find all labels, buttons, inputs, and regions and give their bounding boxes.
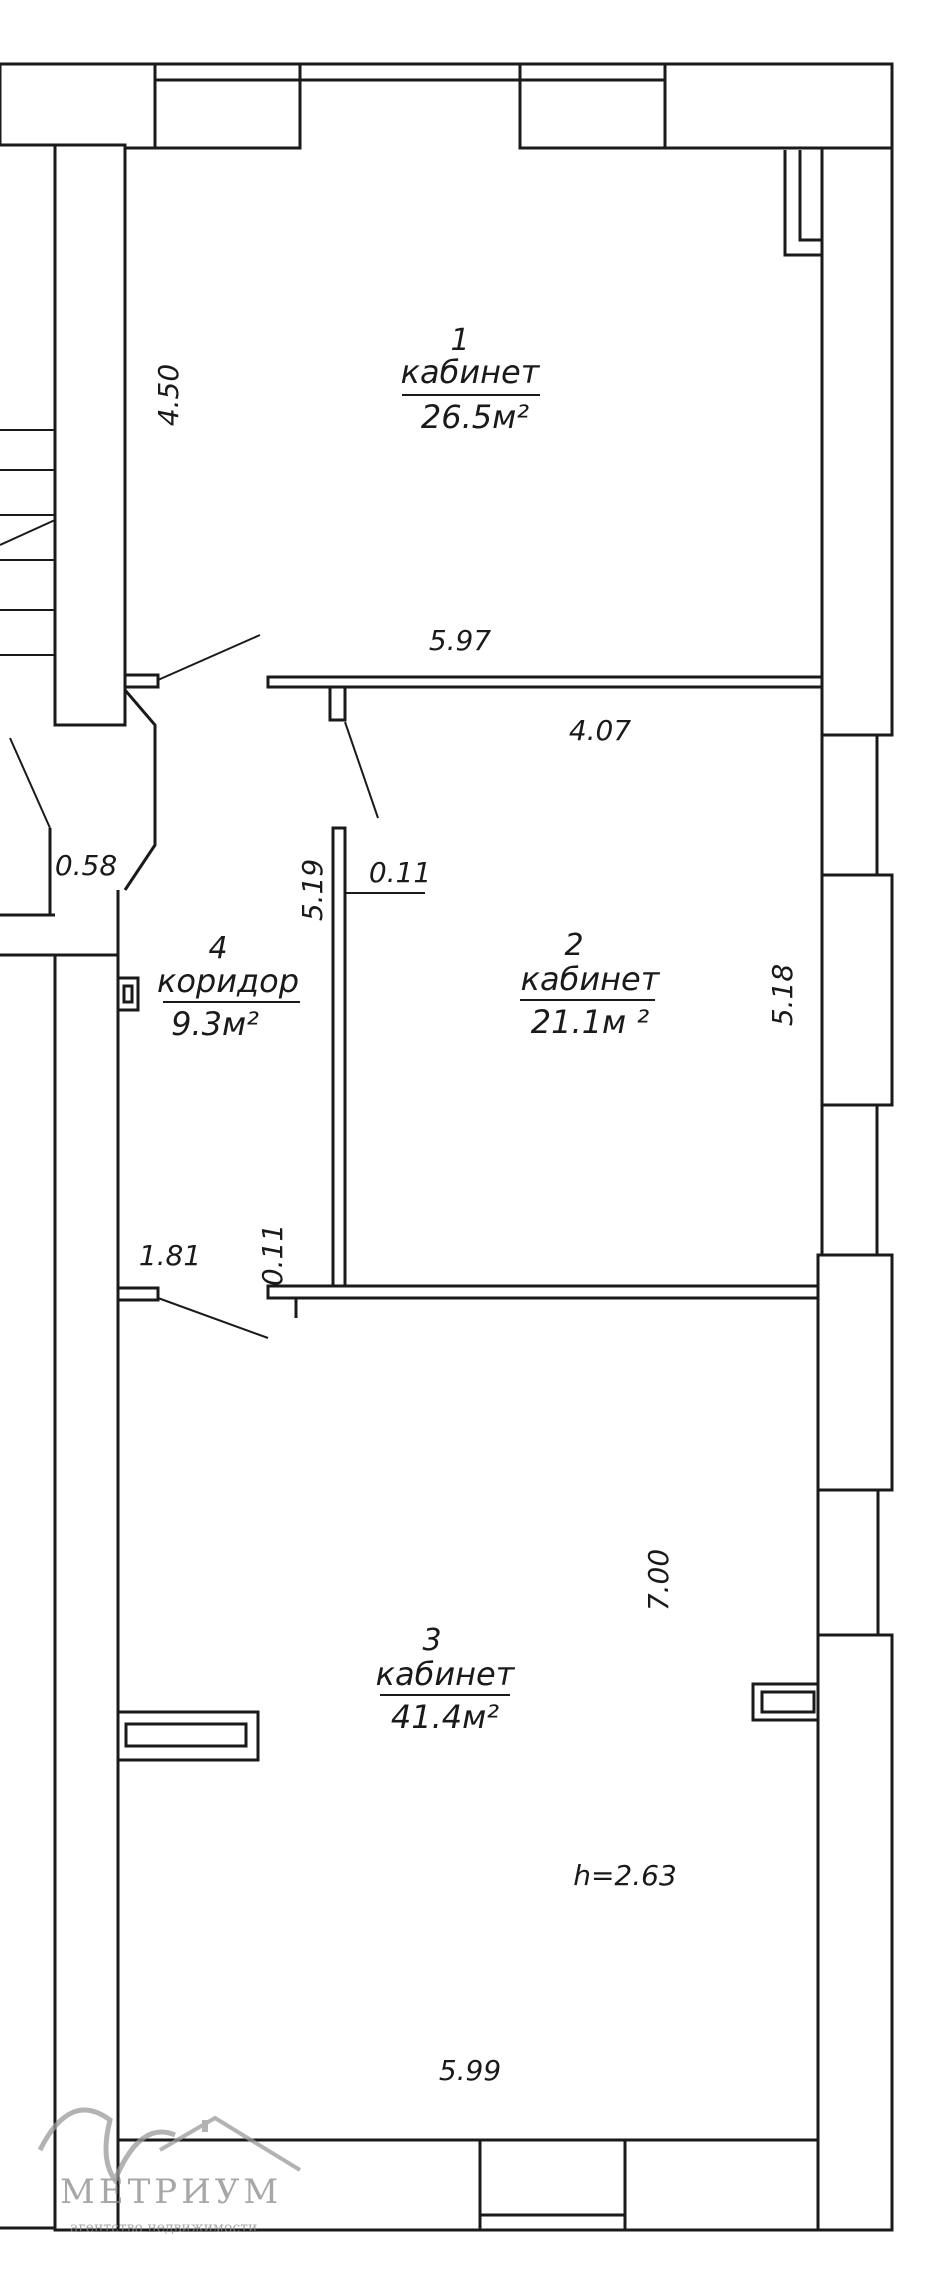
room-1-label: 1 кабинет 26.5м² xyxy=(401,323,541,436)
room-name: кабинет xyxy=(521,960,661,998)
room-area: 41.4м² xyxy=(391,1698,499,1736)
room-3-label: 3 кабинет 41.4м² xyxy=(376,1623,516,1736)
dim-room3-height: 7.00 xyxy=(642,1549,675,1611)
dim-room1-height: 4.50 xyxy=(152,364,185,426)
room-number: 3 xyxy=(422,1623,441,1658)
dim-room2-height: 5.18 xyxy=(766,964,799,1026)
room-name: кабинет xyxy=(401,353,541,391)
dim-corridor-width: 1.81 xyxy=(139,1239,201,1272)
dim-wall-thickness-top: 0.11 xyxy=(369,856,431,889)
room-area: 21.1м ² xyxy=(531,1003,650,1041)
room-name: кабинет xyxy=(376,1655,516,1693)
interior-partitions xyxy=(116,675,824,1762)
dim-corridor-length: 5.19 xyxy=(296,859,329,921)
dim-room1-width: 5.97 xyxy=(429,624,492,657)
corridor-walls xyxy=(116,634,261,1012)
dim-room2-width: 4.07 xyxy=(569,714,632,747)
room-4-label: 4 коридор 9.3м² xyxy=(157,931,300,1043)
logo-brand: МЕТРИУМ xyxy=(60,2172,282,2212)
dim-wall-thickness-bottom: 0.11 xyxy=(256,1224,289,1286)
room-area: 26.5м² xyxy=(421,398,529,436)
room-number: 1 xyxy=(450,323,469,358)
room-number: 4 xyxy=(208,931,227,966)
room-area: 9.3м² xyxy=(171,1005,259,1043)
room-number: 2 xyxy=(564,928,583,963)
staircase xyxy=(0,429,56,917)
ceiling-height: h=2.63 xyxy=(573,1859,677,1892)
logo-mark-icon xyxy=(37,2107,176,2186)
logo-tagline: агентство недвижимости xyxy=(70,2220,257,2236)
watermark-logo: МЕТРИУМ агентство недвижимости xyxy=(37,2107,302,2236)
outer-walls xyxy=(0,62,894,2232)
room-name: коридор xyxy=(157,962,299,1000)
dim-stair-gap: 0.58 xyxy=(55,849,117,882)
dim-room3-width: 5.99 xyxy=(439,2054,501,2087)
room-2-label: 2 кабинет 21.1м ² xyxy=(520,928,661,1041)
